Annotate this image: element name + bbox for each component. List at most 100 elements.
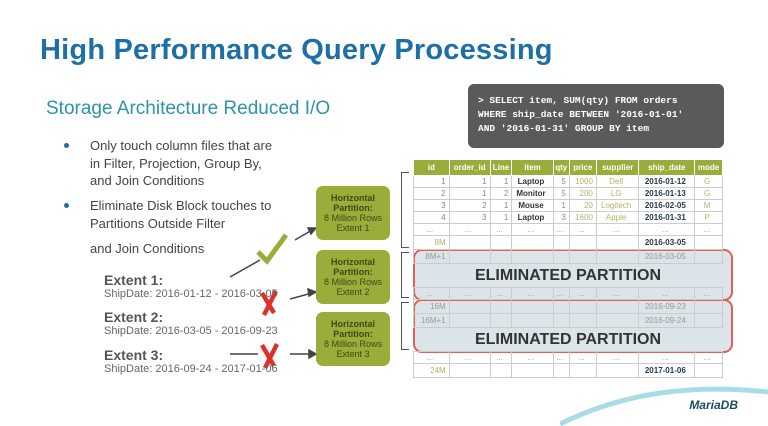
column-header: supplier [595, 159, 640, 176]
table-cell [448, 313, 491, 328]
table-cell: 1 [413, 175, 450, 188]
table-cell: 1 [489, 211, 513, 224]
column-header: item [511, 159, 554, 176]
status-marks [229, 233, 290, 370]
table-cell: ... [511, 351, 554, 364]
table-cell: P [694, 211, 723, 224]
logo-swoosh [560, 386, 768, 426]
table-cell [511, 313, 554, 328]
table-cell: 2016-01-12 [638, 175, 696, 188]
table-cell [552, 299, 570, 314]
table-cell: 1000 [568, 175, 597, 188]
extent-range: ShipDate: 2016-09-24 - 2017-01-06 [104, 363, 278, 375]
table-cell: ... [552, 223, 570, 236]
table-cell: 3 [552, 211, 570, 224]
table-row: ........................... [413, 223, 723, 236]
table-cell: 2016-09-23 [638, 299, 696, 314]
table-row: ........................... [413, 287, 723, 300]
table-cell: 2017-01-06 [638, 363, 696, 378]
extent-range: ShipDate: 2016-01-12 - 2016-03-05 [104, 288, 278, 300]
table-cell [489, 363, 513, 378]
table-cell: ... [413, 287, 450, 300]
table-cell: G [694, 187, 723, 200]
extent-3: Extent 3:ShipDate: 2016-09-24 - 2017-01-… [104, 347, 278, 375]
cross-icon [260, 289, 279, 317]
table-cell: 16M [413, 299, 450, 314]
column-header: ship_date [638, 159, 696, 176]
table-cell [568, 235, 597, 250]
bracket [401, 172, 409, 248]
table-cell: ... [694, 223, 723, 236]
table-cell [552, 235, 570, 250]
table-cell: ... [413, 223, 450, 236]
table-cell: ... [638, 351, 696, 364]
table-cell: ... [448, 223, 491, 236]
table-cell [448, 235, 491, 250]
table-cell: ... [694, 287, 723, 300]
table-cell: ... [568, 223, 597, 236]
partition-extent: Extent 1 [336, 223, 370, 233]
table-cell [552, 313, 570, 328]
table-row: 16M 2016-09-23 [413, 299, 723, 314]
extent-label: Extent 1: [104, 272, 164, 288]
table-cell: ... [595, 287, 640, 300]
extent-label: Extent 2: [104, 309, 164, 325]
bullet-1: Only touch column files that are in Filt… [64, 137, 284, 190]
column-header: id [413, 159, 450, 176]
table-cell: 2 [413, 187, 450, 200]
eliminated-partition-label: ELIMINATED PARTITION [413, 327, 723, 352]
table-cell [595, 249, 640, 264]
table-cell: 2016-01-31 [638, 211, 696, 224]
table-cell: Mouse [511, 199, 554, 212]
table-cell: ... [595, 351, 640, 364]
table-cell [448, 363, 491, 378]
table-cell [489, 249, 513, 264]
sql-line: AND '2016-01-31' GROUP BY item [478, 123, 650, 134]
table-cell [568, 363, 597, 378]
table-cell: ... [413, 351, 450, 364]
table-cell [595, 299, 640, 314]
table-cell: 2016-01-13 [638, 187, 696, 200]
table-cell: 2016-02-05 [638, 199, 696, 212]
table-cell: ... [595, 223, 640, 236]
table-cell [595, 363, 640, 378]
table-cell: ... [489, 223, 513, 236]
table-cell [694, 299, 723, 314]
table-cell: 8M [413, 235, 450, 250]
bullet-text: Eliminate Disk Block touches to Partitio… [90, 198, 272, 231]
table-cell: ... [511, 287, 554, 300]
table-cell: 5 [552, 187, 570, 200]
extent-range: ShipDate: 2016-03-05 - 2016-09-23 [104, 325, 278, 337]
table-cell [448, 249, 491, 264]
column-header: mode [694, 159, 723, 176]
table-cell: G [694, 175, 723, 188]
table-cell: 2016-03-05 [638, 235, 696, 250]
table-cell: ... [694, 351, 723, 364]
table-cell [595, 235, 640, 250]
table-cell: 2016-03-05 [638, 249, 696, 264]
table-cell: 2 [489, 187, 513, 200]
table-cell [694, 249, 723, 264]
table-cell [489, 313, 513, 328]
bracket [401, 252, 409, 298]
table-cell: ... [489, 287, 513, 300]
table-cell: 4 [413, 211, 450, 224]
table-cell: ... [511, 223, 554, 236]
table-cell: ... [552, 351, 570, 364]
table-cell: ... [552, 287, 570, 300]
bullet-3: and Join Conditions [64, 240, 284, 258]
table-cell [511, 249, 554, 264]
table-row: 8M 2016-03-05 [413, 235, 723, 250]
bullet-2: Eliminate Disk Block touches to Partitio… [64, 197, 284, 232]
table-cell: ... [448, 287, 491, 300]
table-cell [694, 235, 723, 250]
extent-label: Extent 3: [104, 347, 164, 363]
table-cell: ... [638, 287, 696, 300]
